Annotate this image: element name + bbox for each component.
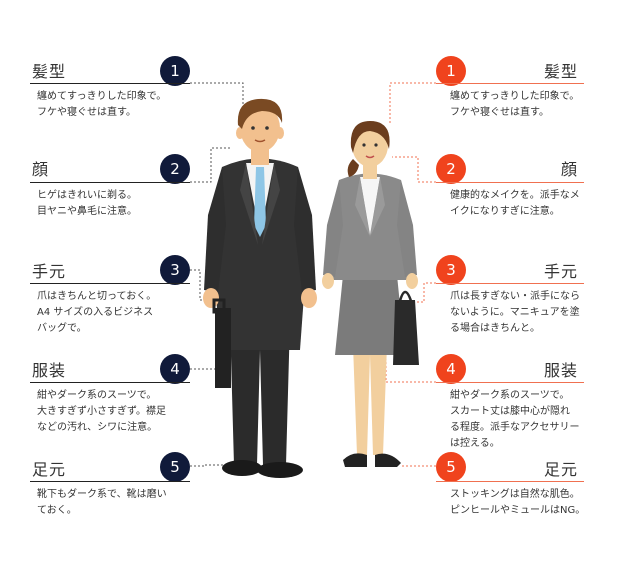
female-item-1-desc: 纏めてすっきりした印象で。 フケや寝ぐせは直す。: [450, 91, 580, 118]
female-item-5-rule: [436, 481, 584, 482]
male-item-4-desc: 紺やダーク系のスーツで。 大きすぎず小さすぎず。襟足 などの汚れ、シワに注意。: [37, 390, 166, 433]
female-leader-3: [408, 282, 436, 303]
female-item-4-rule: [436, 382, 584, 383]
female-item-2-badge: 2: [436, 154, 466, 184]
male-leader-3: [190, 269, 222, 301]
female-item-4-badge: 4: [436, 354, 466, 384]
female-item-5-badge: 5: [436, 452, 466, 482]
female-item-1-badge: 1: [436, 56, 466, 86]
female-item-5-title: 足元: [543, 460, 578, 479]
male-figure: [203, 98, 317, 478]
female-item-4-title: 服装: [543, 361, 578, 380]
male-item-5-title: 足元: [32, 460, 67, 479]
male-item-1-desc: 纏めてすっきりした印象で。 フケや寝ぐせは直す。: [37, 91, 167, 118]
female-item-1-title: 髪型: [543, 62, 578, 81]
male-leader-5: [190, 464, 230, 467]
male-leader-1: [190, 82, 244, 104]
female-item-2-rule: [436, 182, 584, 183]
female-item-3-title: 手元: [543, 262, 578, 281]
male-item-1-rule: [30, 83, 190, 84]
female-leader-1: [389, 82, 436, 125]
female-item-2-desc: 健康的なメイクを。派手なメ イクになりすぎに注意。: [450, 190, 580, 217]
male-item-2-desc: ヒゲはきれいに剃る。 目ヤニや鼻毛に注意。: [37, 190, 137, 217]
female-figure: [322, 121, 419, 467]
male-item-5-desc: 靴下もダーク系で、靴は磨い ておく。: [37, 489, 167, 516]
male-item-3-title: 手元: [32, 262, 67, 281]
male-item-1-title: 髪型: [32, 62, 67, 81]
female-item-3-badge: 3: [436, 255, 466, 285]
female-item-1-rule: [436, 83, 584, 84]
male-item-5-rule: [30, 481, 190, 482]
male-item-5-badge: 5: [160, 452, 190, 482]
male-item-1-badge: 1: [160, 56, 190, 86]
female-item-5-desc: ストッキングは自然な肌色。 ピンヒールやミュールはNG。: [450, 489, 586, 516]
female-item-4-desc: 紺やダーク系のスーツで。 スカート丈は膝中心が隠れ る程度。派手なアクセサリー …: [450, 390, 580, 449]
female-item-2-title: 顔: [560, 160, 578, 179]
male-item-2-badge: 2: [160, 154, 190, 184]
female-item-3-rule: [436, 283, 584, 284]
male-item-3-badge: 3: [160, 255, 190, 285]
female-item-3-desc: 爪は長すぎない・派手になら ないように。マニキュアを塗 る場合はきちんと。: [450, 291, 580, 334]
male-item-2-rule: [30, 182, 190, 183]
male-item-3-rule: [30, 283, 190, 284]
male-item-4-title: 服装: [32, 361, 67, 380]
male-item-2-title: 顔: [32, 160, 50, 179]
male-item-3-desc: 爪はきちんと切っておく。 A4 サイズの入るビジネス バッグで。: [37, 291, 157, 334]
male-item-4-rule: [30, 382, 190, 383]
female-leader-4: [385, 345, 436, 383]
male-item-4-badge: 4: [160, 354, 190, 384]
male-leader-2: [190, 147, 230, 183]
female-leader-2: [392, 156, 436, 183]
